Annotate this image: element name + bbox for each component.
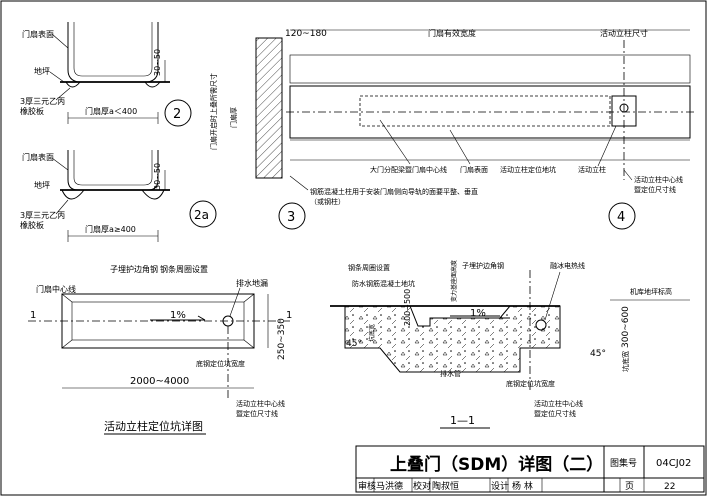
sec-dim-400: 坑底宽 — [368, 324, 376, 342]
sec-pit-width: 坑底宽 — [621, 351, 630, 372]
title-block: 上叠门（SDM）详图（二） 图集号 04CJ02 审核 马洪德 校对 陶叔恒 设… — [355, 445, 705, 493]
d3-door-thickness: 门扇厚 — [229, 107, 238, 128]
sec-slope: 1% — [470, 308, 486, 319]
pit-angle-steel: 子埋护边角钢 — [110, 264, 158, 274]
atlas-no: 04CJ02 — [656, 458, 691, 469]
d2-thickness: 门扇厚a＜400 — [85, 106, 137, 116]
atlas-label: 图集号 — [610, 457, 637, 469]
design-label: 设计 — [491, 480, 509, 492]
pit-door-center: 门扇中心线 — [36, 284, 76, 294]
main-title: 上叠门（SDM）详图（二） — [390, 454, 603, 475]
sec-ice-line: 融冰电热线 — [550, 261, 585, 270]
d3-column-note2: （或钢柱） — [310, 197, 345, 206]
sec-bottom-width: 底钢定位坑宽度 — [506, 379, 555, 388]
pit-dim-250-350: 250~350 — [277, 318, 287, 360]
checker-name: 陶叔恒 — [432, 480, 459, 492]
d2a-door-surface: 门扇表面 — [22, 152, 54, 162]
detail-2: 门扇表面 地坪 3厚三元乙丙橡胶板 30~50 门扇厚a＜400 2 — [20, 22, 192, 127]
d2a-thickness: 门扇厚a≥400 — [85, 224, 136, 234]
sec-angle-45b: 45° — [590, 349, 606, 359]
d3-column-note: 钢筋混凝土柱用于安装门扇侧向导轨的面要平整、垂直 — [310, 187, 478, 196]
sec-dim-300-600: 300~600 — [621, 306, 631, 348]
d2-callout: 2 — [173, 107, 181, 122]
designer-name: 杨 林 — [512, 480, 533, 492]
check-label: 校对 — [413, 480, 431, 492]
d3-side-label: 门扇开启时上叠所需尺寸 — [209, 73, 218, 150]
page-no: 22 — [664, 482, 675, 492]
d3-callout: 3 — [287, 210, 295, 225]
d4-center-line2: 暨定位尺寸线 — [634, 185, 676, 194]
detail-2a: 门扇表面 地坪 3厚三元乙丙橡胶板 30~50 门扇厚a≥400 2a — [20, 150, 217, 242]
sec-waterproof: 防水钢筋混凝土地坑 — [352, 279, 415, 288]
d4-pit-line: 活动立柱定位地坑 — [500, 165, 556, 174]
d4-center-line: 活动立柱中心线 — [634, 175, 683, 184]
pit-slope: 1% — [170, 310, 186, 321]
sec-title: 1—1 — [450, 414, 475, 427]
d3-center-line: 大门分配梁暨门扇中心线 — [370, 165, 447, 174]
sec-center-line2: 暨定位尺寸线 — [534, 409, 576, 418]
d2a-rubber: 3厚三元乙丙橡胶板 — [20, 211, 65, 230]
d3-width-label: 门扇有效宽度 — [428, 28, 476, 38]
d3-dim-120-180: 120~180 — [285, 29, 327, 39]
detail-3-4: 120~180 门扇有效宽度 活动立柱尺寸 门扇开启时上叠所需尺寸 门扇厚 大门… — [209, 28, 694, 230]
d2-dim-30-50: 30~50 — [153, 49, 162, 76]
sec-floor-label: 机库地坪标高 — [630, 287, 672, 296]
pit-bottom-width: 底钢定位坑宽度 — [196, 359, 245, 368]
d2a-callout: 2a — [194, 208, 209, 222]
review-label: 审核 — [358, 480, 376, 492]
d2-rubber: 3厚三元乙丙橡胶板 — [20, 97, 65, 116]
pit-drain: 排水地漏 — [236, 278, 268, 288]
sec-rebar: 钢条周圈设置 — [348, 263, 390, 272]
d2-door-surface: 门扇表面 — [22, 29, 54, 39]
sec-dim-200-500: 200~500 — [403, 289, 412, 326]
d4-column: 活动立柱 — [578, 165, 606, 174]
sec-angle-steel: 子埋护边角钢 — [462, 261, 504, 270]
pit-center-line2: 暨定位尺寸线 — [236, 409, 278, 418]
pit-dim-2000-4000: 2000~4000 — [130, 376, 189, 387]
pit-title: 活动立柱定位坑详图 — [104, 419, 203, 433]
pit-mark-left: 1 — [30, 310, 36, 321]
reviewer-name: 马洪德 — [376, 480, 403, 492]
sec-center-line: 活动立柱中心线 — [534, 399, 583, 408]
sec-angle-45: 45° — [346, 339, 362, 349]
pit-center-line: 活动立柱中心线 — [236, 399, 285, 408]
pit-plan: 门扇中心线 子埋护边角钢 钢条周圈设置 排水地漏 1% 1 1 250~350 … — [28, 264, 292, 435]
d2a-dim-30-50: 30~50 — [153, 163, 162, 190]
sec-slope-label: 变力基座面高度 — [450, 260, 458, 302]
sec-drain-pipe: 排水管 — [440, 369, 461, 378]
d2-floor: 地坪 — [34, 66, 50, 76]
d4-column-size: 活动立柱尺寸 — [600, 28, 648, 38]
page-label: 页 — [625, 481, 634, 492]
d4-callout: 4 — [617, 210, 625, 225]
d3-door-surface: 门扇表面 — [460, 165, 488, 174]
section-1-1: 钢条周圈设置 子埋护边角钢 融冰电热线 防水钢筋混凝土地坑 200~500 变力… — [330, 260, 690, 429]
pit-rebar: 钢条周圈设置 — [160, 264, 208, 274]
pit-mark-right: 1 — [286, 310, 292, 321]
d2a-floor: 地坪 — [34, 180, 50, 190]
